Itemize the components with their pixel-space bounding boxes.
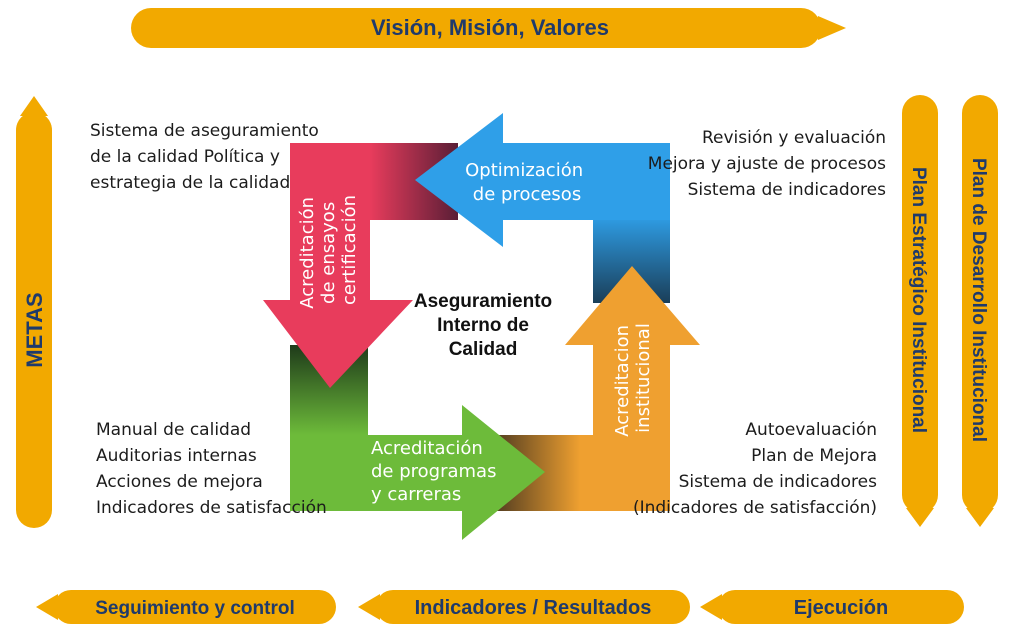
bottom-bar-indicadores-label: Indicadores / Resultados [415, 597, 652, 619]
block-top-left: Sistema de aseguramiento de la calidad P… [90, 118, 319, 196]
block-top-right-line-2: Mejora y ajuste de procesos [647, 154, 886, 174]
orange-arrow-line-1: Acreditacion [612, 325, 633, 437]
block-bottom-left-line-1: Manual de calidad [96, 420, 252, 440]
red-arrow-line-2: de ensayos [318, 202, 339, 304]
block-bottom-right-line-4: (Indicadores de satisfacción) [632, 498, 877, 518]
top-bar-label: Visión, Misión, Valores [371, 15, 609, 40]
block-bottom-right: Autoevaluación Plan de Mejora Sistema de… [633, 417, 877, 521]
block-top-left-line-3: estrategia de la calidad [90, 173, 291, 193]
svg-text:Acreditación de ensayos: Acreditación de ensayos certificación [297, 191, 360, 309]
block-bottom-right-line-2: Plan de Mejora [751, 446, 877, 466]
bottom-bar-ejecucion: Ejecución [700, 590, 964, 624]
block-top-right: Revisión y evaluación Mejora y ajuste de… [648, 125, 886, 203]
orange-arrow-line-2: institucional [633, 323, 654, 433]
block-bottom-left-line-2: Auditorias internas [96, 446, 257, 466]
right-bar-development-label: Plan de Desarrollo Institucional [968, 158, 989, 442]
block-bottom-right-line-3: Sistema de indicadores [678, 472, 877, 492]
green-arrow-line-2: de programas [371, 461, 496, 482]
block-top-right-line-3: Sistema de indicadores [687, 180, 886, 200]
green-arrow-line-3: y carreras [371, 484, 461, 505]
bottom-bar-indicadores: Indicadores / Resultados [358, 590, 690, 624]
svg-text:Acreditación de programa: Acreditación de programas y carreras [371, 438, 502, 505]
center-title: Aseguramiento Interno de Calidad [398, 290, 568, 362]
blue-arrow-line-2: de procesos [473, 184, 581, 205]
right-bar-strategic-label: Plan Estratégico Institucional [908, 167, 929, 433]
bottom-bar-seguimiento-label: Seguimiento y control [95, 598, 295, 619]
red-arrow-line-1: Acreditación [297, 197, 318, 309]
red-arrow-line-3: certificación [339, 195, 360, 305]
bottom-bar-seguimiento: Seguimiento y control [36, 590, 336, 624]
bottom-bar-ejecucion-label: Ejecución [794, 597, 888, 619]
block-bottom-left-line-4: Indicadores de satisfacción [96, 498, 327, 518]
left-bar: METAS [16, 96, 52, 528]
top-bar: Visión, Misión, Valores [131, 8, 846, 48]
right-bar-strategic: Plan Estratégico Institucional [902, 95, 938, 527]
block-top-left-line-2: de la calidad Política y [90, 147, 280, 167]
arrow-acreditacion-programas: Acreditación de programas y carreras [290, 405, 545, 540]
center-line-1: Aseguramiento [413, 291, 553, 312]
block-bottom-left-line-3: Acciones de mejora [96, 472, 263, 492]
blue-arrow-line-1: Optimización [465, 160, 583, 181]
left-bar-label: METAS [22, 292, 47, 367]
center-line-3: Calidad [448, 339, 518, 360]
block-top-right-line-1: Revisión y evaluación [701, 128, 886, 148]
block-bottom-right-line-1: Autoevaluación [745, 420, 877, 440]
block-top-left-line-1: Sistema de aseguramiento [90, 121, 319, 141]
arrow-acreditacion-institucional: Acreditacion institucional [565, 266, 700, 511]
svg-text:Optimización de procesos: Optimización de procesos [465, 160, 589, 205]
right-bar-development: Plan de Desarrollo Institucional [962, 95, 998, 527]
svg-text:Acreditacion institucion: Acreditacion institucional [612, 319, 654, 437]
block-bottom-left: Manual de calidad Auditorias internas Ac… [96, 417, 327, 521]
arrow-acreditacion-ensayos: Acreditación de ensayos certificación [263, 143, 413, 388]
center-line-2: Interno de [437, 315, 529, 336]
arrow-optimizacion-procesos: Optimización de procesos [415, 113, 670, 247]
green-arrow-line-1: Acreditación [371, 438, 483, 459]
